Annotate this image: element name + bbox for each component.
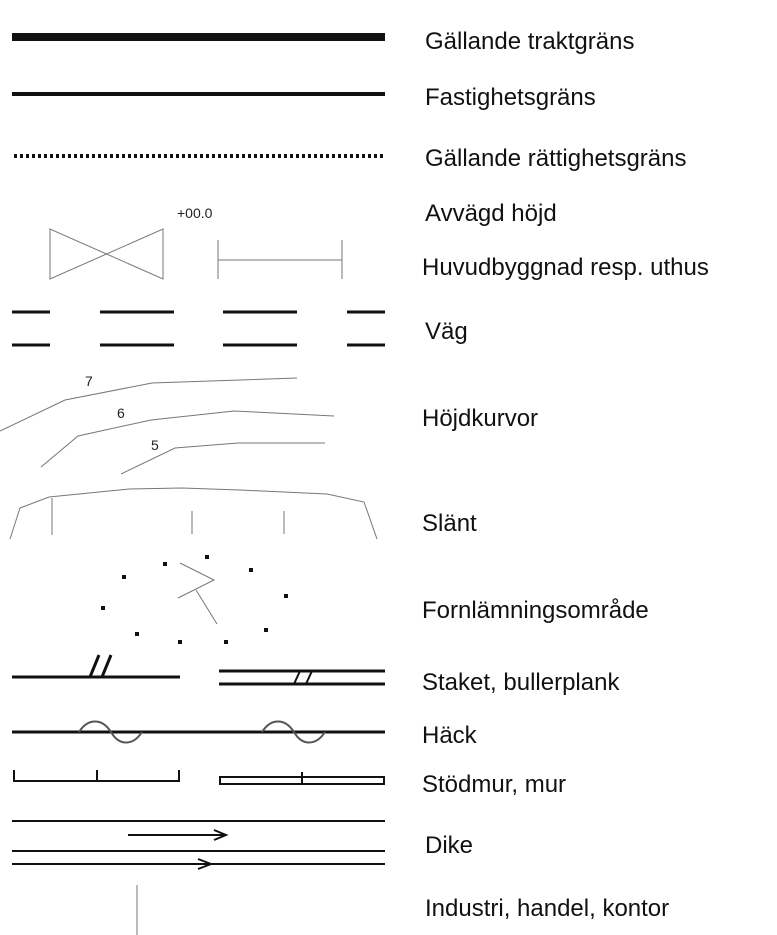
- noise-barrier-symbol: [219, 669, 385, 686]
- road-symbol: [12, 310, 385, 347]
- ditch-label: Dike: [425, 832, 473, 859]
- retaining-wall-label: Stödmur, mur: [422, 771, 566, 798]
- ancient-remains-symbol: [101, 555, 288, 644]
- main-building-symbol: [49, 228, 164, 280]
- hedge-symbol: [12, 720, 385, 744]
- fence-symbol: [12, 654, 180, 679]
- hedge-label: Häck: [422, 722, 478, 749]
- wall-symbol: [219, 772, 385, 785]
- surveyed-height-label: Avvägd höjd: [425, 200, 557, 227]
- slope-label: Slänt: [422, 510, 477, 537]
- right-boundary-label: Gällande rättighetsgräns: [425, 145, 687, 172]
- ditch-symbol: [12, 820, 385, 870]
- contour-value-7: 7: [85, 373, 93, 389]
- contour-value-6: 6: [117, 405, 125, 421]
- ancient-remains-label: Fornlämningsområde: [422, 597, 649, 624]
- retaining-wall-symbol: [13, 770, 180, 782]
- outbuilding-symbol: [217, 240, 343, 279]
- fence-label: Staket, bullerplank: [422, 669, 620, 696]
- industry-label: Industri, handel, kontor: [425, 895, 669, 922]
- slope-symbol: [9, 487, 378, 540]
- contour-value-5: 5: [151, 437, 159, 453]
- contour-lines-symbol: [0, 377, 335, 475]
- building-label: Huvudbyggnad resp. uthus: [422, 254, 709, 281]
- height-value: +00.0: [177, 205, 213, 221]
- tract-boundary-label: Gällande traktgräns: [425, 28, 634, 55]
- property-boundary-label: Fastighetsgräns: [425, 84, 596, 111]
- contours-label: Höjdkurvor: [422, 405, 538, 432]
- road-label: Väg: [425, 318, 468, 345]
